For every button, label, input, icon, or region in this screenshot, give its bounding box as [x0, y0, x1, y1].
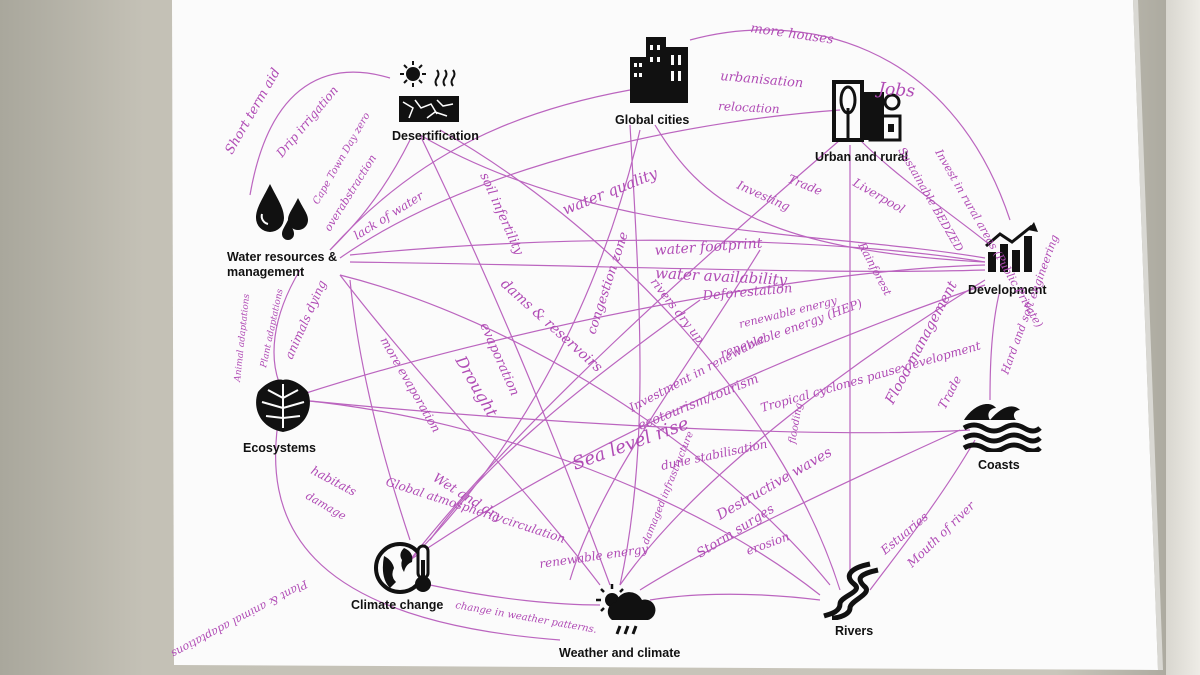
- link-desert-weather: [419, 134, 611, 586]
- link-cities-climate: [409, 129, 641, 561]
- link-water-climate: [349, 279, 411, 541]
- skyscraper-icon: [628, 35, 690, 105]
- link-coasts-rivers: [869, 439, 976, 591]
- link-desert-development: [419, 134, 986, 259]
- right-wall-strip: [1166, 0, 1200, 675]
- paper-edge-shadow: [1133, 0, 1163, 670]
- link-water-cities: [329, 89, 631, 251]
- link-development-coasts: [989, 289, 1001, 401]
- link-water-weather: [339, 274, 601, 586]
- bar-chart-growth-icon: [984, 222, 1042, 274]
- link-coasts-weather: [639, 429, 961, 591]
- water-drops-icon: [252, 182, 318, 244]
- city-tree-icon: [830, 78, 902, 142]
- link-desert-rivers: [439, 129, 841, 591]
- link-water-development: [349, 239, 986, 263]
- link-desert-water-2: [249, 71, 391, 196]
- link-water-urban: [339, 109, 841, 259]
- node-coasts: Coasts: [978, 458, 1020, 472]
- link-cities-development-top: [689, 29, 1011, 221]
- link-development-weather: [619, 279, 986, 586]
- link-eco-development: [299, 264, 986, 396]
- link-urban-climate: [409, 139, 841, 561]
- node-ecosystems: Ecosystems: [243, 441, 316, 455]
- link-climate-weather: [429, 584, 601, 606]
- node-rivers: Rivers: [835, 624, 874, 638]
- leaf-icon: [252, 378, 314, 434]
- node-global-cities: Global cities: [615, 113, 690, 127]
- link-water-eco: [273, 269, 301, 386]
- link-eco-weather: [274, 409, 561, 641]
- link-rivers-weather: [649, 593, 821, 601]
- link-desert-water: [329, 139, 411, 251]
- waves-icon: [960, 398, 1044, 454]
- link-water-rivers: [339, 274, 831, 586]
- link-mid-climate: [429, 299, 701, 541]
- sun-cracked-earth-icon: [393, 60, 463, 126]
- sun-cloud-rain-icon: [594, 580, 658, 642]
- water-label-line-2: management: [227, 265, 305, 279]
- node-weather-and-climate: Weather and climate: [559, 646, 681, 660]
- node-urban-and-rural: Urban and rural: [815, 150, 909, 164]
- node-climate-change: Climate change: [351, 598, 444, 612]
- node-development: Development: [968, 283, 1047, 297]
- link-cities-development: [654, 124, 986, 263]
- node-desertification: Desertification: [392, 129, 479, 143]
- globe-thermometer-icon: [374, 540, 438, 596]
- link-water-development-2: [349, 261, 986, 272]
- paper-sheet: [172, 0, 1158, 670]
- connection-lines: [249, 29, 1011, 641]
- link-cities-weather: [619, 124, 641, 586]
- link-mid-weather: [569, 249, 761, 581]
- link-development-climate: [409, 284, 986, 561]
- water-label-line: Water resources &: [227, 250, 337, 264]
- winding-river-icon: [820, 560, 882, 621]
- node-water-resources: Water resources & management: [227, 250, 337, 280]
- link-urban-development: [859, 139, 991, 246]
- link-rivers-eco: [299, 399, 821, 596]
